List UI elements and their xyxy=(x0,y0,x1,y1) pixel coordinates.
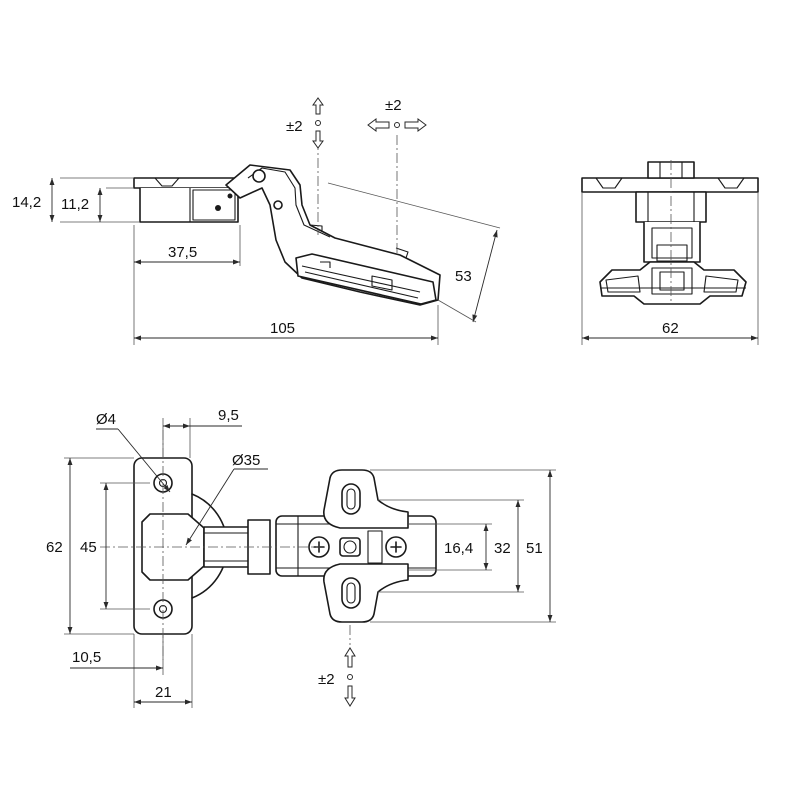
adjust-vertical-top-label: ±2 xyxy=(286,118,303,135)
adjust-vertical-top: ±2 xyxy=(286,97,324,149)
side-view: 14,2 11,2 37,5 105 53 ±2 xyxy=(12,97,501,345)
dim-side-height-total: 14,2 xyxy=(12,194,41,211)
dim-front-width: 62 xyxy=(662,320,679,337)
dim-side-total-length: 105 xyxy=(270,320,295,337)
adjust-lateral-top: ±2 xyxy=(367,97,427,132)
dim-side-height-cup: 11,2 xyxy=(61,196,89,213)
top-view: 62 45 Ø4 9,5 Ø35 10,5 21 xyxy=(46,407,556,708)
phillips-screw-icon xyxy=(385,536,407,558)
dim-cup-hole-spacing: 45 xyxy=(80,539,97,556)
dim-cup-plate-height: 62 xyxy=(46,539,63,556)
adjust-vertical-bottom: ±2 xyxy=(318,647,356,707)
adjust-vertical-bottom-label: ±2 xyxy=(318,671,335,688)
dim-cup-hole-diameter: Ø4 xyxy=(96,411,116,428)
dim-cup-diameter: Ø35 xyxy=(232,452,260,469)
dim-cup-edge-offset: 10,5 xyxy=(72,649,101,666)
dim-side-door-reach: 53 xyxy=(455,268,472,285)
double-arrow-vertical-icon xyxy=(312,97,324,149)
dim-plate-inner: 32 xyxy=(494,540,511,557)
dim-side-cup-offset: 37,5 xyxy=(168,244,197,261)
dim-cup-plate-width: 21 xyxy=(155,684,172,701)
dim-plate-outer: 51 xyxy=(526,540,543,557)
adjust-lateral-top-label: ±2 xyxy=(385,97,402,114)
double-arrow-vertical-icon xyxy=(344,647,356,707)
double-arrow-horizontal-icon xyxy=(367,118,427,132)
front-view: 62 xyxy=(581,160,759,345)
dim-plate-slot-center: 16,4 xyxy=(444,540,473,557)
dim-cup-hole-offset: 9,5 xyxy=(218,407,239,424)
